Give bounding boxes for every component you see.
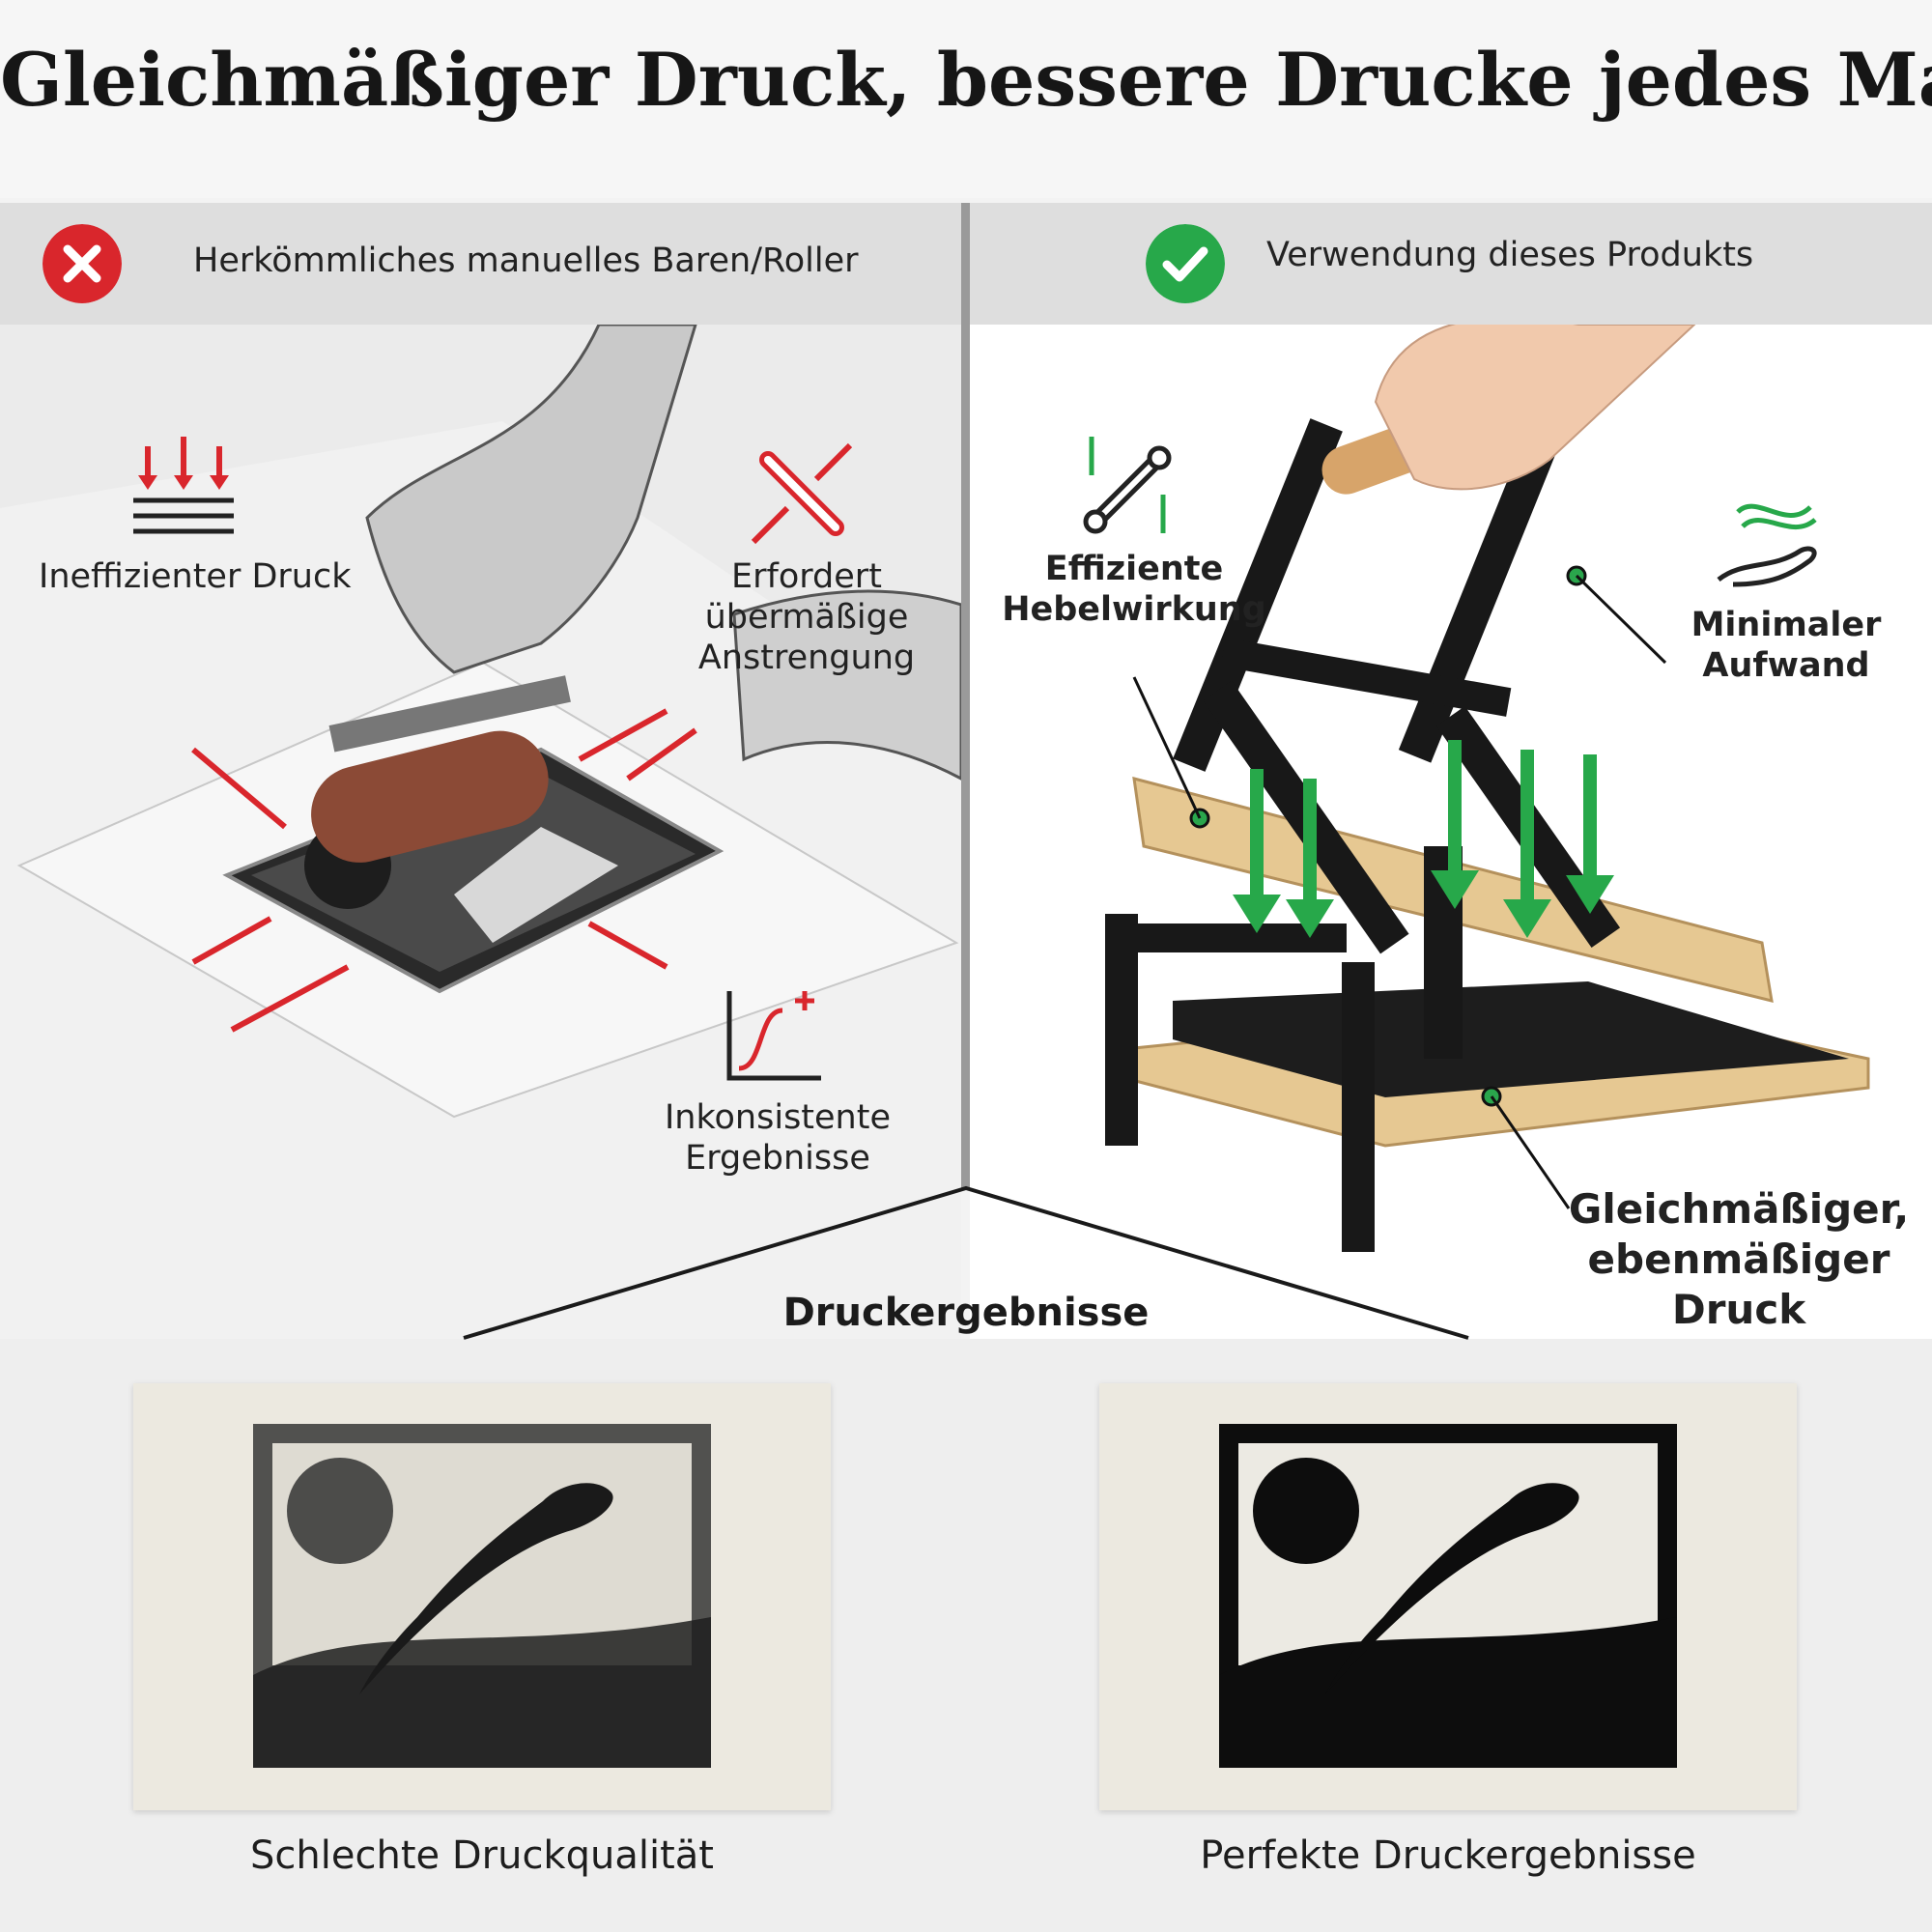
lever-icon <box>1083 437 1172 534</box>
feature-inconsistent-results: Inkonsistente Ergebnisse <box>664 1098 891 1178</box>
x-icon <box>43 224 122 303</box>
crow-print-good <box>1219 1424 1677 1768</box>
hand-icon <box>1717 503 1817 587</box>
check-icon <box>1146 224 1225 303</box>
wrench-icon <box>751 442 853 545</box>
page-title: Gleichmäßiger Druck, bessere Drucke jede… <box>0 37 1932 123</box>
print-bad <box>133 1383 831 1810</box>
roller-illustration <box>0 325 961 1339</box>
header-product-label: Verwendung dieses Produkts <box>1266 236 1754 274</box>
divider <box>961 203 970 1188</box>
feature-minimal-effort: Minimaler Aufwand <box>1690 606 1882 685</box>
header-traditional-label: Herkömmliches manuelles Baren/Roller <box>193 242 859 280</box>
chart-icon <box>726 991 821 1081</box>
header-traditional: Herkömmliches manuelles Baren/Roller <box>0 203 961 325</box>
results-bracket <box>463 1185 1469 1340</box>
header-product: Verwendung dieses Produkts <box>970 203 1932 325</box>
feature-even-pressure: Gleichmäßiger, ebenmäßiger Druck <box>1568 1185 1910 1333</box>
press-illustration <box>1105 325 1870 1252</box>
feature-inefficient-pressure: Ineffizienter Druck <box>39 557 352 596</box>
product-panel: Effiziente Hebelwirkung Minimaler Aufwan… <box>970 325 1932 1339</box>
feature-excessive-effort: Erfordert übermäßige Anstrengung <box>697 557 916 677</box>
title-bar: Gleichmäßiger Druck, bessere Drucke jede… <box>0 0 1932 198</box>
pressure-icon <box>133 437 234 534</box>
feature-efficient-leverage: Effiziente Hebelwirkung <box>1002 550 1266 629</box>
traditional-panel: Ineffizienter Druck Erfordert übermäßige… <box>0 325 961 1339</box>
print-good <box>1099 1383 1797 1810</box>
caption-good: Perfekte Druckergebnisse <box>1200 1833 1696 1878</box>
results-label: Druckergebnisse <box>782 1291 1150 1335</box>
crow-print-bad <box>253 1424 711 1768</box>
caption-bad: Schlechte Druckqualität <box>250 1833 714 1878</box>
